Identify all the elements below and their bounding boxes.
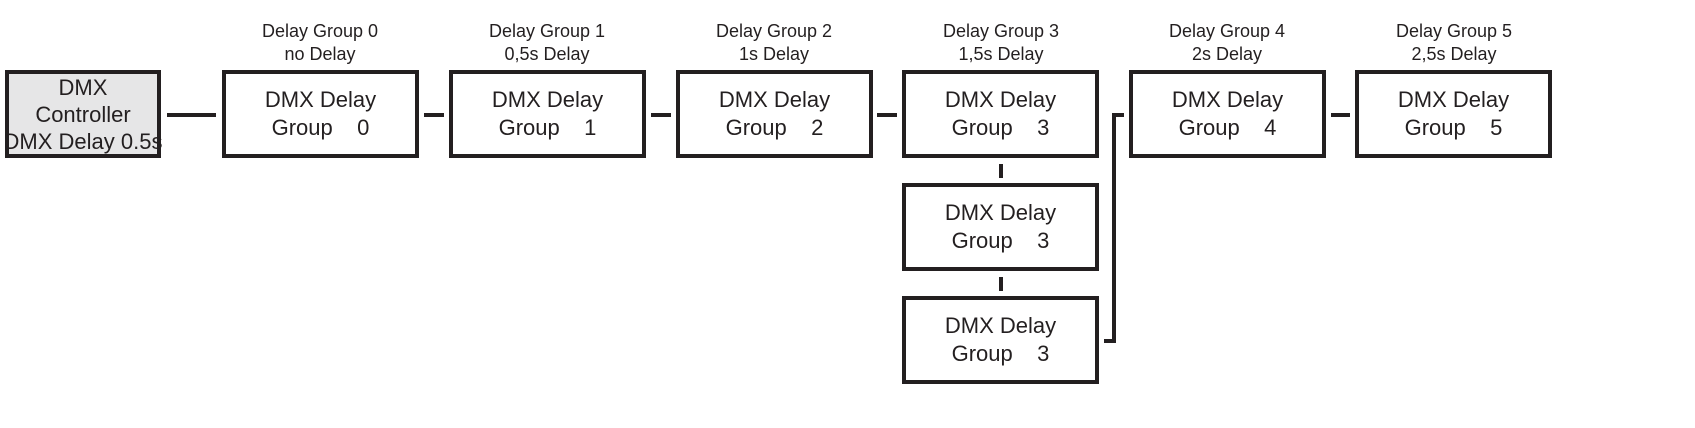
group-header-2-delay: 1s Delay bbox=[738, 44, 810, 64]
group-header-0-name: Delay Group 0 bbox=[261, 21, 379, 41]
box-5-group: Group 5 bbox=[1404, 115, 1503, 140]
controller-label-line-3: DMX Delay 0.5s bbox=[3, 128, 163, 154]
controller-label-line-2: Controller bbox=[35, 101, 131, 127]
box-1-title: DMX Delay bbox=[491, 87, 604, 112]
group-header-0: Delay Group 0 no Delay bbox=[214, 20, 426, 66]
group-header-2-name: Delay Group 2 bbox=[715, 21, 833, 41]
group-header-4-name: Delay Group 4 bbox=[1168, 21, 1286, 41]
box-3b-group: Group 3 bbox=[951, 228, 1050, 253]
group-header-1-name: Delay Group 1 bbox=[488, 21, 606, 41]
delay-group-box-3b: DMX Delay Group 3 bbox=[902, 183, 1099, 271]
box-2-title: DMX Delay bbox=[718, 87, 831, 112]
connector-group4-group5 bbox=[1331, 113, 1350, 117]
box-3c-title: DMX Delay bbox=[944, 313, 1057, 338]
connector-group0-group1 bbox=[424, 113, 444, 117]
connector-return-top bbox=[1112, 113, 1124, 117]
delay-group-box-5: DMX Delay Group 5 bbox=[1355, 70, 1552, 158]
group-header-3-name: Delay Group 3 bbox=[942, 21, 1060, 41]
group-header-2: Delay Group 2 1s Delay bbox=[668, 20, 880, 66]
dmx-controller-box: DMX Controller DMX Delay 0.5s bbox=[3, 70, 163, 158]
box-3-group: Group 3 bbox=[951, 115, 1050, 140]
group-header-0-delay: no Delay bbox=[284, 44, 356, 64]
group-header-1-delay: 0,5s Delay bbox=[504, 44, 590, 64]
delay-group-box-4: DMX Delay Group 4 bbox=[1129, 70, 1326, 158]
delay-group-box-2: DMX Delay Group 2 bbox=[676, 70, 873, 158]
group-header-5-delay: 2,5s Delay bbox=[1411, 44, 1497, 64]
connector-group3-vertical-2 bbox=[999, 277, 1003, 291]
box-0-group: Group 0 bbox=[271, 115, 370, 140]
box-3c-group: Group 3 bbox=[951, 341, 1050, 366]
group-header-3: Delay Group 3 1,5s Delay bbox=[895, 20, 1107, 66]
connector-group1-group2 bbox=[651, 113, 671, 117]
delay-group-box-1: DMX Delay Group 1 bbox=[449, 70, 646, 158]
box-4-group: Group 4 bbox=[1178, 115, 1277, 140]
connector-group3-vertical-1 bbox=[999, 164, 1003, 178]
box-1-group: Group 1 bbox=[498, 115, 597, 140]
box-2-group: Group 2 bbox=[725, 115, 824, 140]
delay-group-box-0: DMX Delay Group 0 bbox=[222, 70, 419, 158]
group-header-5-name: Delay Group 5 bbox=[1395, 21, 1513, 41]
connector-return-vertical bbox=[1112, 113, 1116, 343]
group-header-5: Delay Group 5 2,5s Delay bbox=[1348, 20, 1560, 66]
delay-group-box-3c: DMX Delay Group 3 bbox=[902, 296, 1099, 384]
box-3-title: DMX Delay bbox=[944, 87, 1057, 112]
group-header-4: Delay Group 4 2s Delay bbox=[1121, 20, 1333, 66]
connector-return-bottom bbox=[1104, 339, 1116, 343]
group-header-3-delay: 1,5s Delay bbox=[958, 44, 1044, 64]
connector-group2-group3 bbox=[877, 113, 897, 117]
box-0-title: DMX Delay bbox=[264, 87, 377, 112]
group-header-4-delay: 2s Delay bbox=[1191, 44, 1263, 64]
controller-label-line-1: DMX bbox=[58, 74, 108, 100]
connector-controller-group0 bbox=[167, 113, 216, 117]
group-header-1: Delay Group 1 0,5s Delay bbox=[441, 20, 653, 66]
box-5-title: DMX Delay bbox=[1397, 87, 1510, 112]
box-3b-title: DMX Delay bbox=[944, 200, 1057, 225]
delay-group-box-3: DMX Delay Group 3 bbox=[902, 70, 1099, 158]
box-4-title: DMX Delay bbox=[1171, 87, 1284, 112]
